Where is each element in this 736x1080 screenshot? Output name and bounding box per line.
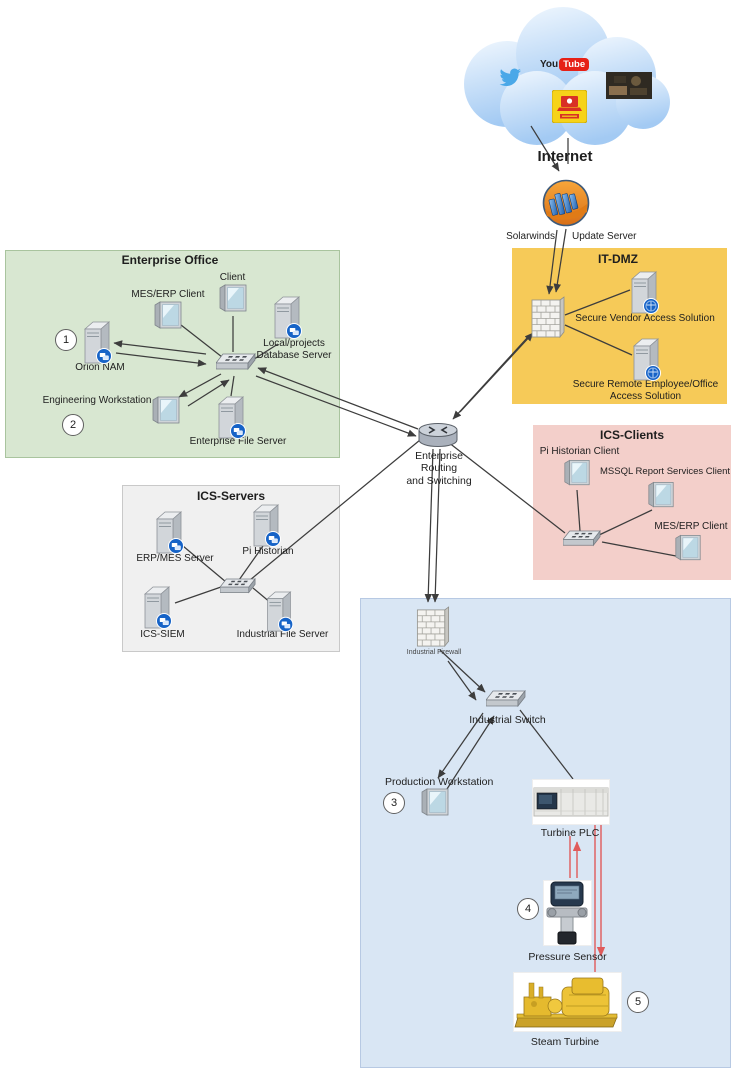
- pi-historian-server-icon: [251, 504, 281, 548]
- pi-historian-label: Pi Historian: [242, 546, 294, 557]
- zone-title-ics-servers: ICS-Servers: [196, 489, 266, 503]
- internet-label: Internet: [537, 148, 593, 165]
- industrial-switch-icon: [485, 689, 526, 712]
- callout-3: 3: [383, 792, 405, 814]
- callout-1: 1: [55, 329, 77, 351]
- callout-4: 4: [517, 898, 539, 920]
- ics-siem-server-icon: [142, 586, 172, 630]
- enterprise-file-server-icon: [216, 396, 246, 440]
- production-ws-label: Production Workstation: [385, 776, 494, 788]
- solarwinds-label: Solarwinds: [506, 231, 555, 242]
- ics-siem-label: ICS-SIEM: [140, 629, 185, 640]
- pi-historian-client-label: Pi Historian Client: [539, 446, 620, 457]
- pressure-sensor-image: [543, 880, 592, 946]
- turbine-plc-image: [532, 779, 610, 825]
- industrial-switch-label: Industrial Switch: [469, 714, 546, 726]
- production-ws-icon: [419, 786, 451, 820]
- client-icon: [217, 282, 249, 316]
- local-db-label: Local/projects Database Server: [256, 338, 332, 361]
- erp-mes-server-label: ERP/MES Server: [136, 553, 214, 564]
- solarwinds-orb-icon: [542, 179, 590, 227]
- steam-turbine-image: [513, 972, 622, 1032]
- zone-title-ics-clients: ICS-Clients: [599, 428, 664, 442]
- vendor-access-label: Secure Vendor Access Solution: [575, 313, 715, 324]
- industrial-file-server-label: Industrial File Server: [236, 629, 329, 640]
- engineering-ws-icon: [150, 394, 182, 428]
- enterprise-file-server-label: Enterprise File Server: [189, 436, 287, 447]
- engineering-ws-label: Engineering Workstation: [42, 395, 152, 406]
- pressure-sensor-label: Pressure Sensor: [528, 951, 607, 963]
- mes-erp-client-label: MES/ERP Client: [131, 289, 205, 300]
- industrial-file-server-icon: [264, 591, 294, 633]
- ics-clients-switch-icon: [562, 529, 601, 551]
- update-server-label: Update Server: [572, 231, 637, 242]
- client-label: Client: [219, 272, 246, 283]
- mssql-client-icon: [646, 479, 676, 512]
- local-db-server-icon: [272, 296, 302, 340]
- remote-access-label: Secure Remote Employee/Office Access Sol…: [572, 379, 719, 402]
- ics-mes-erp-client-icon: [673, 532, 703, 565]
- orion-nam-label: Orion NAM: [75, 362, 125, 373]
- orion-nam-server-icon: [82, 321, 112, 365]
- ics-servers-switch-icon: [219, 577, 256, 598]
- dmz-firewall-icon: [531, 296, 565, 340]
- erp-mes-server-icon: [154, 511, 184, 555]
- zone-title-it-dmz: IT-DMZ: [598, 252, 638, 266]
- zone-title-enterprise-office: Enterprise Office: [121, 253, 219, 267]
- vendor-access-server-icon: [629, 271, 659, 315]
- steam-turbine-label: Steam Turbine: [530, 1036, 600, 1048]
- enterprise-router-icon: [417, 421, 459, 449]
- mssql-client-label: MSSQL Report Services Client: [600, 466, 731, 477]
- industrial-firewall-label: Industrial Firewall: [406, 649, 462, 656]
- remote-access-server-icon: [631, 338, 661, 382]
- ics-mes-erp-client-label: MES/ERP Client: [654, 521, 728, 532]
- news-photo: [606, 72, 652, 99]
- mes-erp-client-icon: [152, 299, 184, 333]
- callout-5: 5: [627, 991, 649, 1013]
- enterprise-router-label: Enterprise Routing and Switching: [406, 450, 472, 487]
- enterprise-switch-icon: [215, 352, 256, 375]
- twitter-bird-icon: [499, 68, 522, 87]
- turbine-plc-label: Turbine PLC: [540, 827, 600, 839]
- industrial-firewall-icon: [416, 606, 450, 649]
- pi-historian-client-icon: [562, 457, 592, 490]
- callout-2: 2: [62, 414, 84, 436]
